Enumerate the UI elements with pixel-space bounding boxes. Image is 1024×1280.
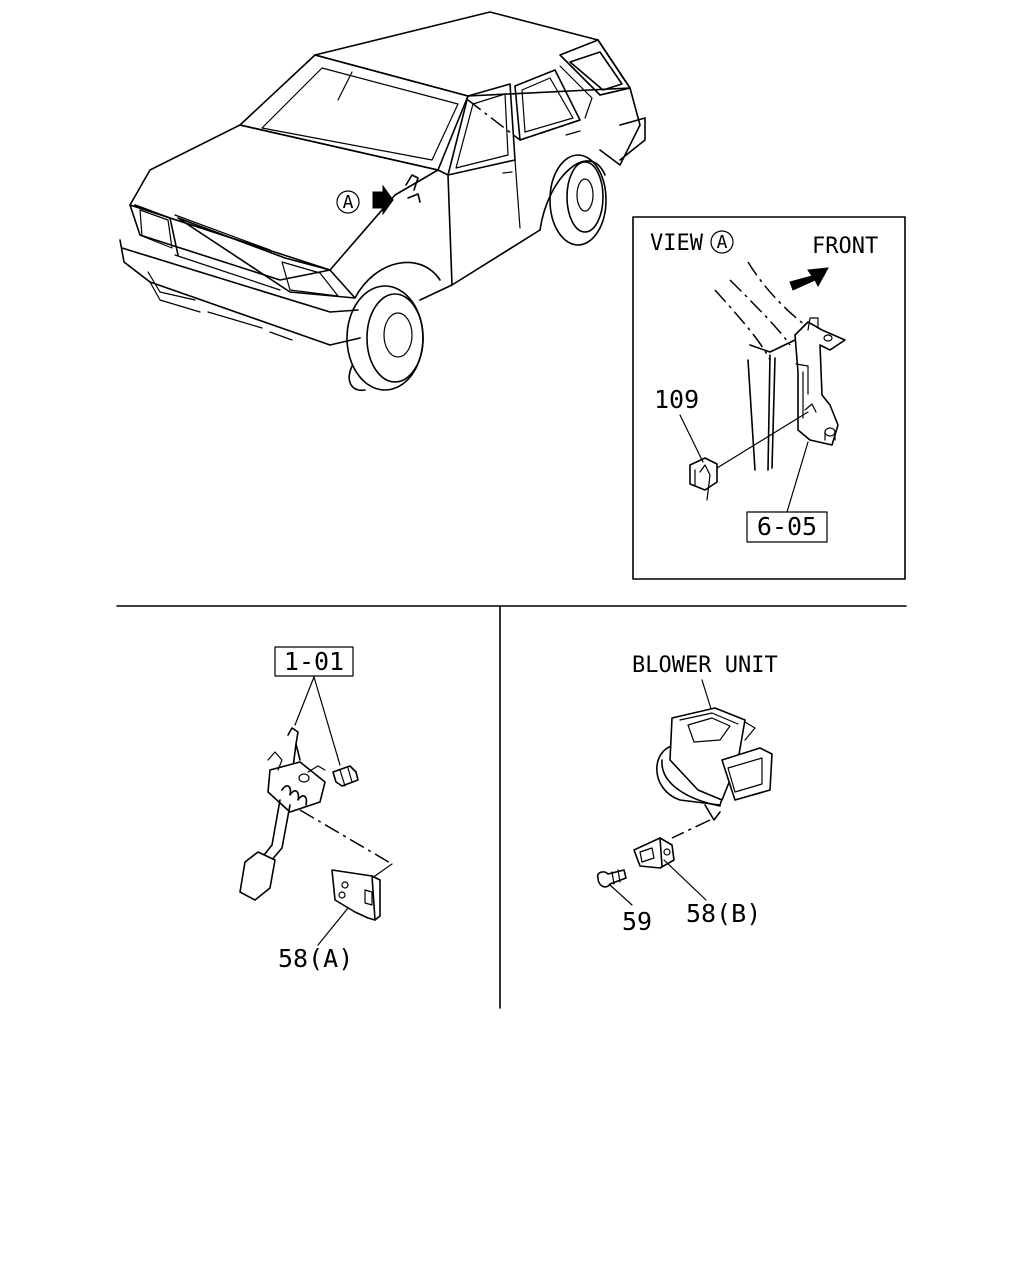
view-callout-letter: A	[717, 232, 728, 253]
view-label: VIEW	[650, 231, 704, 256]
label-6-05: 6-05	[757, 512, 817, 541]
label-109: 109	[654, 385, 699, 414]
label-58a: 58(A)	[278, 944, 353, 973]
label-59: 59	[622, 907, 652, 936]
pedal-assembly: 1-01 58(A)	[239, 646, 393, 973]
blower-unit-assembly: BLOWER UNIT 59 58(B)	[596, 653, 778, 936]
front-label: FRONT	[812, 234, 878, 259]
callout-a-letter: A	[343, 192, 354, 213]
view-a-inset: VIEW A FRONT 109 6-05	[632, 216, 906, 580]
view-a-callout: A	[336, 184, 394, 216]
front-arrow-icon	[789, 267, 829, 291]
label-blower-unit: BLOWER UNIT	[632, 653, 778, 678]
vehicle-illustration: A	[119, 11, 646, 391]
label-1-01: 1-01	[284, 647, 344, 676]
label-58b: 58(B)	[686, 899, 761, 928]
